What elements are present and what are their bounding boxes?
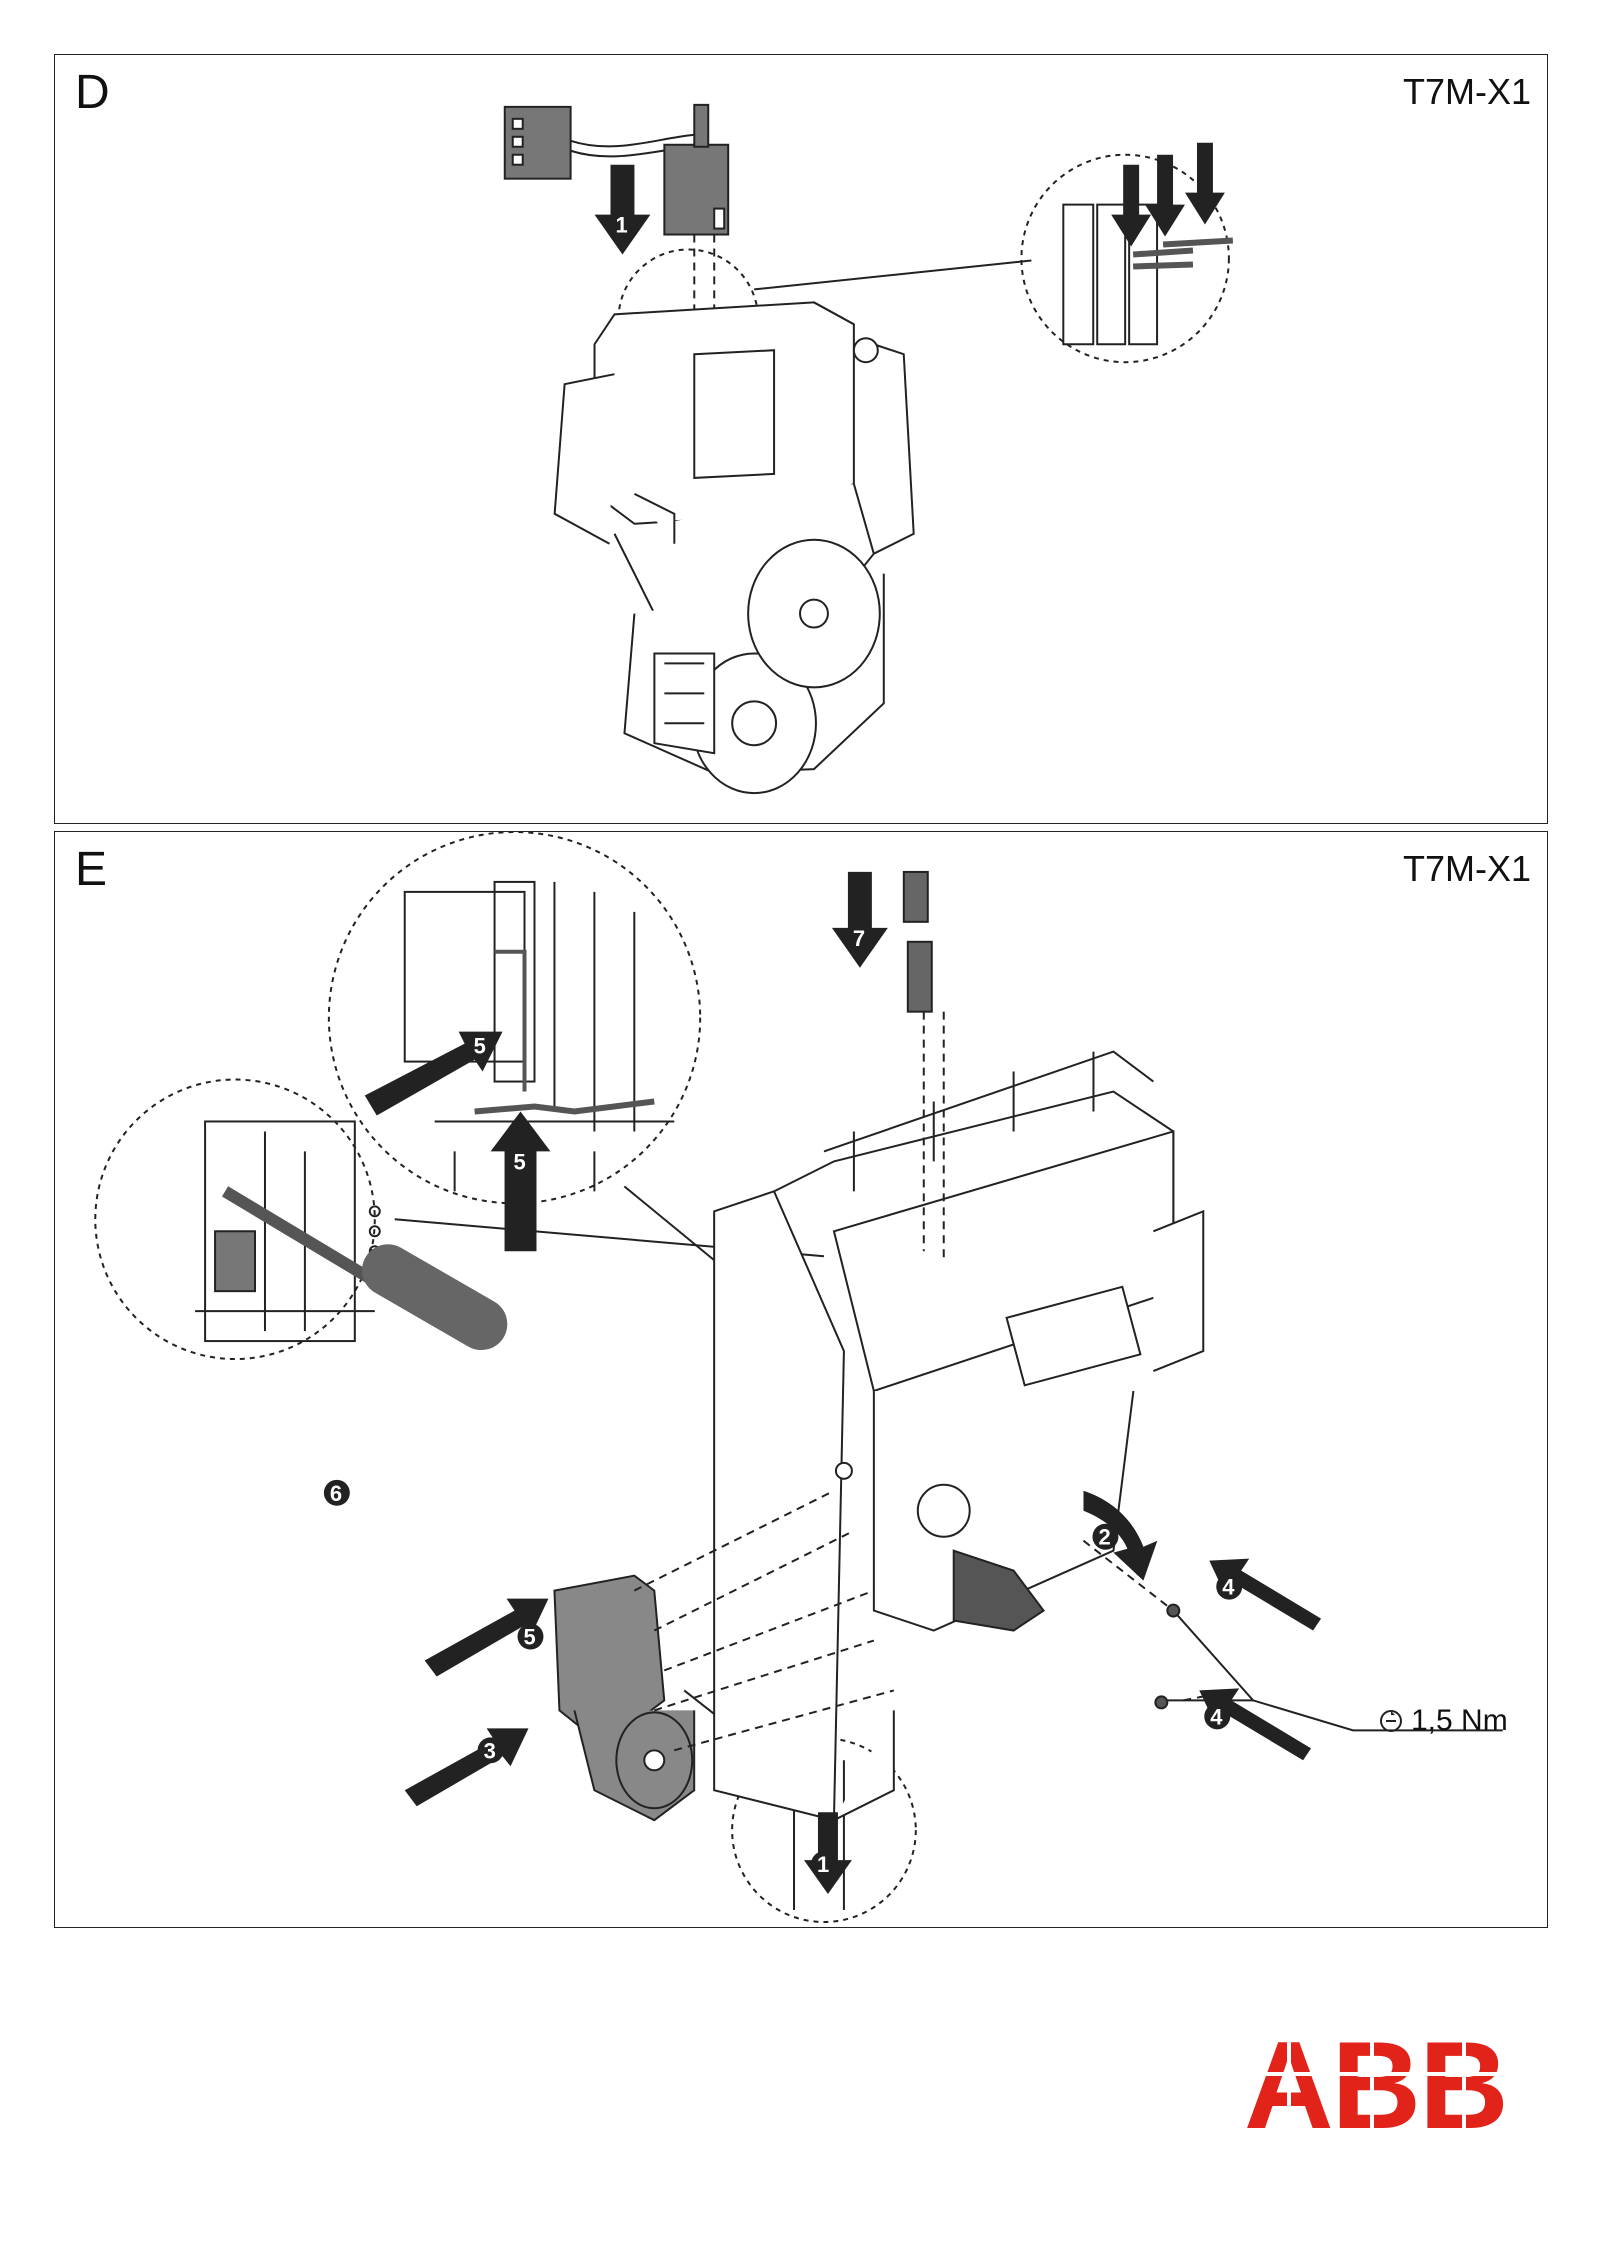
panel-e-letter: E (75, 843, 108, 896)
arrow-diagonal-icon (404, 1728, 529, 1807)
step-badge-e2: 2 (1092, 1523, 1119, 1550)
torque-spec: 1,5 Nm (1377, 1704, 1508, 1738)
svg-text:4: 4 (1222, 1575, 1235, 1600)
torque-leader (1172, 1609, 1503, 1732)
abb-logo: ABB (1244, 2020, 1544, 2132)
svg-text:1: 1 (817, 1852, 829, 1877)
step-badge-e5b: 5 (507, 1148, 534, 1174)
step-badge-e7: 7 (846, 924, 873, 951)
arrow-diagonal-icon (364, 1031, 503, 1116)
panel-e: E T7M-X1 (54, 831, 1548, 1928)
arrow-down-icon (594, 164, 651, 255)
screwdriver-icon (221, 1186, 508, 1351)
step-badge-e1: 1 (810, 1851, 837, 1877)
torque-value: 1,5 Nm (1411, 1704, 1508, 1737)
microswitch (663, 103, 730, 236)
panel-d: D T7M-X1 (54, 54, 1548, 824)
panel-d-model: T7M-X1 (1402, 71, 1531, 112)
step-badge-e4a: 4 (1216, 1573, 1243, 1600)
svg-text:6: 6 (330, 1481, 342, 1506)
arrow-curved-icon (1083, 1490, 1158, 1581)
step-badge-e5a: 5 (467, 1032, 494, 1059)
detail-circle-screwdriver (94, 1078, 376, 1361)
svg-text:2: 2 (1098, 1525, 1110, 1550)
arrow-up-icon (490, 1111, 551, 1252)
svg-text:7: 7 (853, 926, 865, 951)
arrow-diagonal-icon (1199, 1688, 1312, 1761)
svg-text:3: 3 (484, 1738, 496, 1763)
circuit-breaker (713, 1050, 1205, 1822)
step-badge-e4b: 4 (1204, 1703, 1231, 1729)
torque-icon (1380, 1710, 1402, 1732)
aux-contacts (902, 870, 945, 1262)
inset-contacts (1062, 203, 1234, 346)
svg-text:5: 5 (514, 1149, 526, 1174)
step-badge-d1: 1 (609, 211, 636, 238)
svg-text:5: 5 (474, 1034, 486, 1059)
step-badge-e6: 6 (323, 1479, 350, 1506)
panel-e-model: T7M-X1 (1402, 848, 1531, 889)
arrow-diagonal-icon (424, 1598, 549, 1677)
motor-operator (553, 301, 915, 795)
step-badge-e5c: 5 (517, 1623, 544, 1650)
inset-arrows (1111, 142, 1225, 247)
svg-text:1: 1 (615, 213, 627, 238)
motor-operator-exploded (553, 1574, 696, 1822)
panel-d-illustration: 1 (503, 103, 1234, 795)
svg-text:4: 4 (1210, 1704, 1223, 1729)
panel-d-letter: D (75, 66, 110, 119)
connector-plug (503, 105, 695, 180)
arrow-down-icon (831, 871, 888, 968)
step-badge-e3: 3 (477, 1737, 504, 1763)
svg-text:5: 5 (524, 1625, 536, 1650)
detail-screwdriver-area (195, 1120, 381, 1343)
panel-e-illustration: 7 5 5 6 5 3 1 2 4 4 (94, 832, 1503, 1924)
